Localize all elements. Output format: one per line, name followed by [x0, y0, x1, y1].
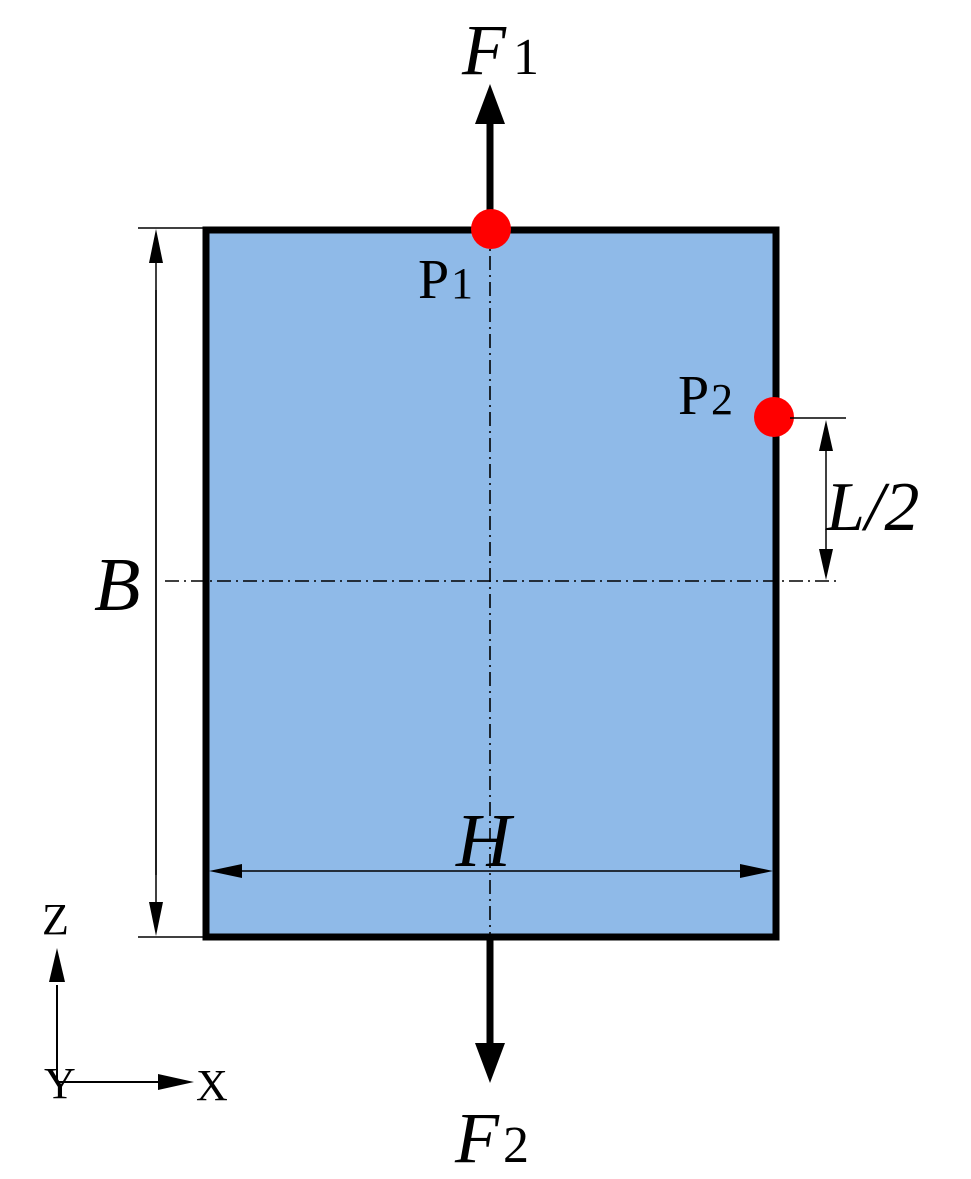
- axis-z-label: Z: [42, 895, 69, 944]
- force-top-subscript: 1: [513, 29, 539, 86]
- dim-height-arrow-bottom: [149, 902, 163, 936]
- axis-y-label: Y: [44, 1059, 76, 1108]
- dim-offset-label: L/2: [825, 469, 919, 546]
- dim-offset-arrow-bottom: [819, 549, 833, 580]
- point-side-subscript: 2: [711, 375, 733, 424]
- dim-height-label: B: [94, 543, 140, 627]
- dim-width-label: H: [455, 799, 515, 883]
- dim-offset-arrow-top: [819, 420, 833, 451]
- force-top-arrowhead: [475, 84, 505, 124]
- force-bottom-arrowhead: [475, 1043, 505, 1083]
- point-top-label: P: [418, 249, 449, 311]
- axis-x-arrowhead: [158, 1074, 194, 1090]
- point-side-label: P: [678, 365, 709, 427]
- point-side-marker: [754, 397, 794, 437]
- force-bottom-label: F: [454, 1098, 500, 1178]
- point-top-marker: [471, 209, 511, 249]
- dim-width-arrow-left: [209, 864, 242, 878]
- axis-x-label: X: [196, 1061, 228, 1110]
- point-top-subscript: 1: [451, 259, 473, 308]
- force-top-label: F: [461, 10, 507, 90]
- dim-width-arrow-right: [740, 864, 773, 878]
- axis-z-arrowhead: [49, 948, 65, 982]
- dim-height-arrow-top: [149, 229, 163, 263]
- specimen-body: [202, 226, 780, 941]
- force-bottom-subscript: 2: [503, 1117, 529, 1174]
